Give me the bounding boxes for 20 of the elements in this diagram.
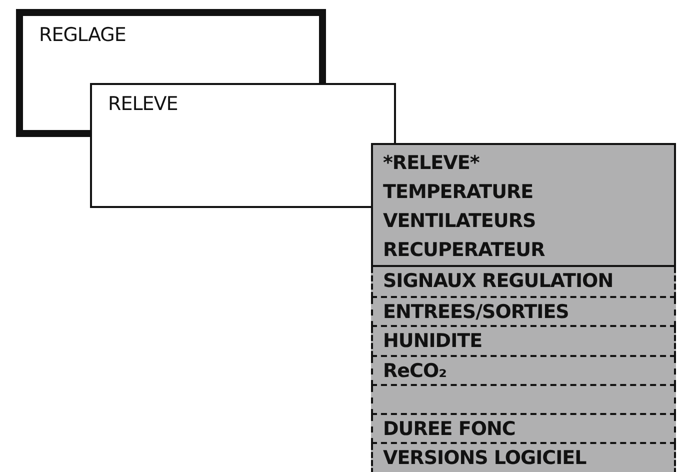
menu-item: VENTILATEURS [383, 209, 537, 234]
menu-row [371, 298, 676, 327]
menu-item: ReCO₂ [383, 359, 448, 384]
window-title: RELEVE [107, 92, 179, 115]
menu-item: TEMPERATURE [383, 180, 534, 205]
menu-row [371, 357, 676, 386]
window-title: REGLAGE [38, 23, 127, 46]
menu-item: HUNIDITE [383, 329, 484, 354]
menu-row [371, 327, 676, 357]
menu-item: SIGNAUX REGULATION [383, 269, 614, 294]
menu-item: VERSIONS LOGICIEL [383, 446, 588, 471]
menu-item: ENTREES/SORTIES [383, 300, 570, 325]
dropdown-menu [371, 143, 676, 267]
menu-row [371, 267, 676, 298]
menu-item: DUREE FONC [383, 417, 516, 442]
menu-item: RECUPERATEUR [383, 238, 546, 263]
menu-item: *RELEVE* [383, 151, 480, 176]
menu-row [371, 444, 676, 472]
menu-row [371, 415, 676, 444]
menu-row [371, 386, 676, 415]
